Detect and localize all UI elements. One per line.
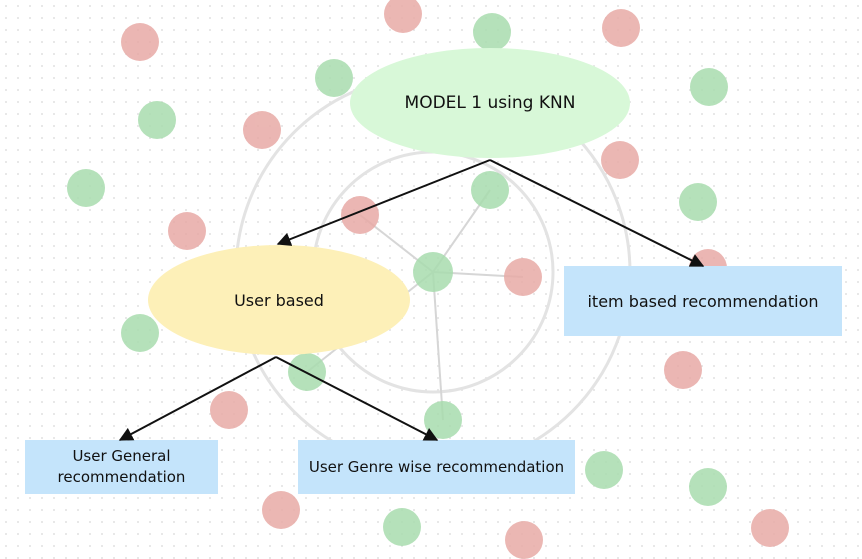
dot bbox=[138, 101, 176, 139]
dot bbox=[288, 353, 326, 391]
user-based-label: User based bbox=[234, 290, 324, 310]
user-genre-node: User Genre wise recommendation bbox=[298, 440, 575, 494]
dot bbox=[504, 258, 542, 296]
user-general-label: User General recommendation bbox=[57, 447, 186, 486]
center-dot bbox=[413, 252, 453, 292]
user-based-node: User based bbox=[148, 245, 410, 355]
dot bbox=[168, 212, 206, 250]
dot bbox=[602, 9, 640, 47]
user-genre-label: User Genre wise recommendation bbox=[308, 457, 565, 476]
dot bbox=[243, 111, 281, 149]
dot bbox=[505, 521, 543, 559]
user-general-node: User General recommendation bbox=[25, 440, 218, 494]
dot bbox=[690, 68, 728, 106]
dot bbox=[384, 0, 422, 33]
dot bbox=[315, 59, 353, 97]
dot bbox=[473, 13, 511, 51]
dot bbox=[424, 401, 462, 439]
dot bbox=[210, 391, 248, 429]
dot bbox=[121, 23, 159, 61]
dot bbox=[601, 141, 639, 179]
dot bbox=[341, 196, 379, 234]
model-knn-node: MODEL 1 using KNN bbox=[350, 48, 630, 158]
dot bbox=[664, 351, 702, 389]
dot bbox=[689, 468, 727, 506]
dot bbox=[471, 171, 509, 209]
dot bbox=[262, 491, 300, 529]
dot bbox=[67, 169, 105, 207]
model-knn-label: MODEL 1 using KNN bbox=[404, 93, 576, 113]
item-based-label: item based recommendation bbox=[587, 291, 819, 311]
dot bbox=[121, 314, 159, 352]
item-based-node: item based recommendation bbox=[564, 266, 842, 336]
dot bbox=[585, 451, 623, 489]
dot bbox=[751, 509, 789, 547]
dot bbox=[383, 508, 421, 546]
dot bbox=[679, 183, 717, 221]
